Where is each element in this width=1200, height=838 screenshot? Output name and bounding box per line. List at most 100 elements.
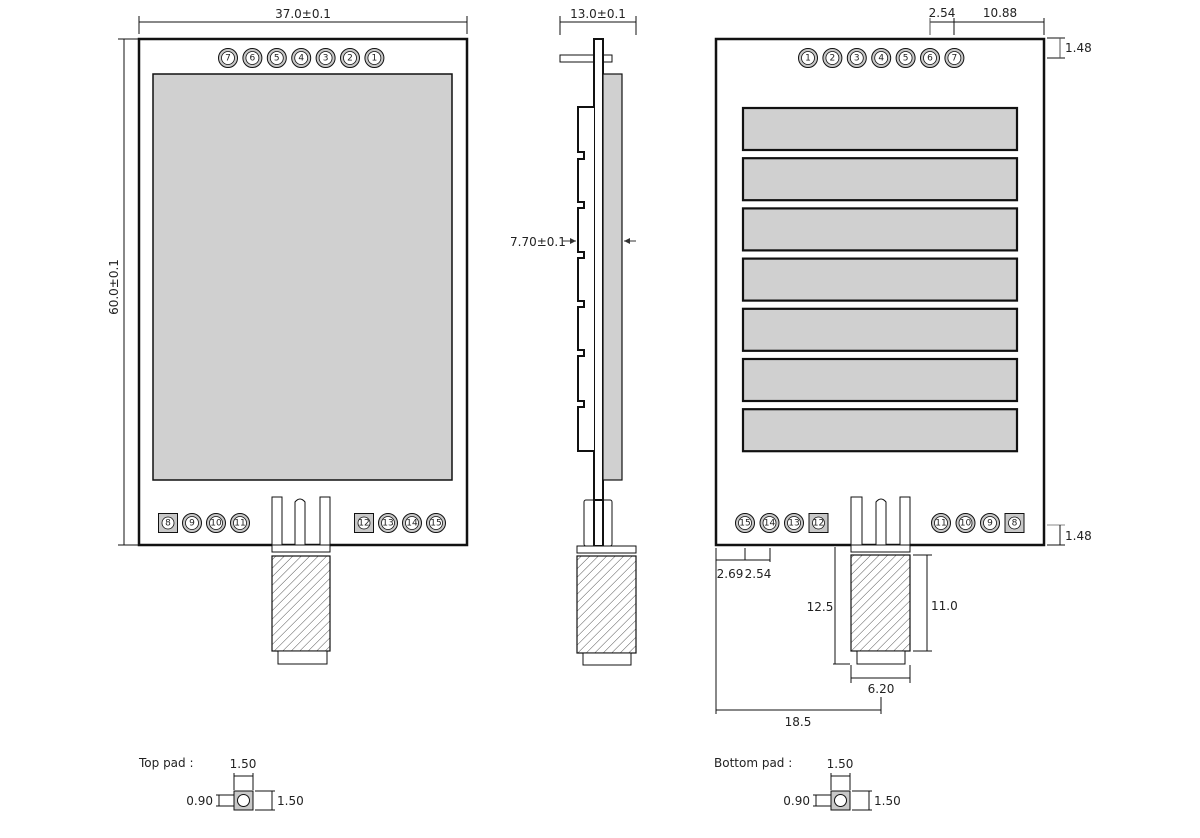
pin-4: 4 [291,48,312,68]
front-width-label: 37.0±0.1 [275,7,331,21]
front-top-pin-row: 7 6 5 4 3 2 1 [218,48,385,68]
pin-3: 3 [315,48,336,68]
pin-15: 15 [426,513,446,533]
pin-11: 11 [230,513,250,533]
front-shield-area [152,73,453,481]
side-top-pin [559,54,613,63]
back-bottom-pitch-dimension: 2.69 2.54 [715,548,772,714]
pad-bar [741,307,1019,352]
pin-number: 3 [854,54,860,64]
back-offset-top-label: 10.88 [983,6,1017,20]
pin-4: 4 [871,48,892,68]
pin-number: 2 [347,54,353,64]
pin-number: 11 [935,519,946,529]
pad-bar [741,257,1019,302]
pin-8: 8 [1004,513,1025,533]
pin-8: 8 [158,513,178,533]
side-width-label: 13.0±0.1 [570,7,626,21]
connector-body-dimension: 11.0 [913,554,958,652]
top-pad-detail: Top pad : 1.50 0.90 1.50 [138,756,304,811]
bottom-pad-hole-label: 0.90 [783,794,810,808]
pin-number: 7 [225,54,231,64]
back-pad-bars [741,106,1019,453]
pin-14: 14 [402,513,422,533]
connector-offset-label: 18.5 [785,715,812,729]
pad-bar [741,357,1019,403]
pin-number: 15 [739,519,750,529]
side-thickness-dimension: 7.70±0.1 [510,235,636,249]
connector-length-label: 12.5 [807,600,834,614]
pin-2: 2 [822,48,843,68]
pin-number: 7 [952,54,958,64]
pin-number: 4 [878,54,884,64]
bottom-pad-width-label: 1.50 [827,757,854,771]
pin-number: 8 [1012,519,1018,529]
pad-bar [741,106,1019,152]
pin-number: 2 [830,54,836,64]
front-height-label: 60.0±0.1 [107,259,121,315]
back-sma-connector [850,496,911,665]
pin-11: 11 [931,513,951,533]
top-pad-hole-label: 0.90 [186,794,213,808]
pin-number: 9 [987,519,993,529]
pin-10: 10 [206,513,226,533]
pin-12: 12 [808,513,829,533]
bottom-pad-label: Bottom pad : [714,756,792,770]
pin-1: 1 [364,48,385,68]
connector-width-label: 6.20 [868,682,895,696]
pin-number: 12 [813,519,824,529]
pin-3: 3 [846,48,867,68]
side-components [577,106,594,452]
pin-number: 11 [234,519,245,529]
side-width-dimension: 13.0±0.1 [559,7,637,35]
pin-7: 7 [218,48,238,68]
pin-2: 2 [340,48,360,68]
connector-length-dimension: 12.5 [807,547,850,665]
top-pad-height-label: 1.50 [277,794,304,808]
back-top-pin-row: 1 2 3 4 5 6 7 [798,48,965,68]
pin-9: 9 [182,513,202,533]
pin-number: 6 [250,54,256,64]
pin-5: 5 [266,48,287,68]
pad-bar [741,207,1019,252]
pin-10: 10 [955,513,976,533]
top-pad-label: Top pad : [138,756,194,770]
pin-1: 1 [798,48,818,68]
pin-number: 15 [430,519,441,529]
back-pitch-bottom-label: 2.54 [745,567,772,581]
pin-12: 12 [354,513,374,533]
pin-5: 5 [895,48,916,68]
pin-number: 13 [788,519,799,529]
pin-6: 6 [920,48,940,68]
pin-number: 10 [210,519,222,529]
front-height-dimension: 60.0±0.1 [107,38,138,546]
pin-number: 3 [323,54,329,64]
front-sma-connector [271,496,331,665]
pad-bar [741,157,1019,202]
top-pad-hole [237,794,250,807]
bottom-pad-hole [834,794,847,807]
pin-number: 4 [298,54,304,64]
pin-9: 9 [980,513,1000,533]
back-top-pitch-dimension: 2.54 10.88 [929,6,1045,35]
back-top-margin-label: 1.48 [1065,41,1092,55]
pin-number: 10 [960,519,972,529]
pin-number: 14 [406,519,418,529]
connector-body-label: 11.0 [931,599,958,613]
side-thickness-label: 7.70±0.1 [510,235,566,249]
pin-number: 9 [189,519,195,529]
pin-15: 15 [735,513,755,533]
pin-6: 6 [242,48,263,68]
back-top-margin-dimension: 1.48 [1047,37,1092,59]
bottom-pad-detail: Bottom pad : 1.50 0.90 1.50 [714,756,901,811]
pin-number: 5 [903,54,909,64]
front-width-dimension: 37.0±0.1 [138,7,468,34]
pin-number: 1 [372,54,378,64]
back-bottom-margin-label: 1.48 [1065,529,1092,543]
pin-7: 7 [944,48,965,68]
pin-number: 5 [274,54,280,64]
